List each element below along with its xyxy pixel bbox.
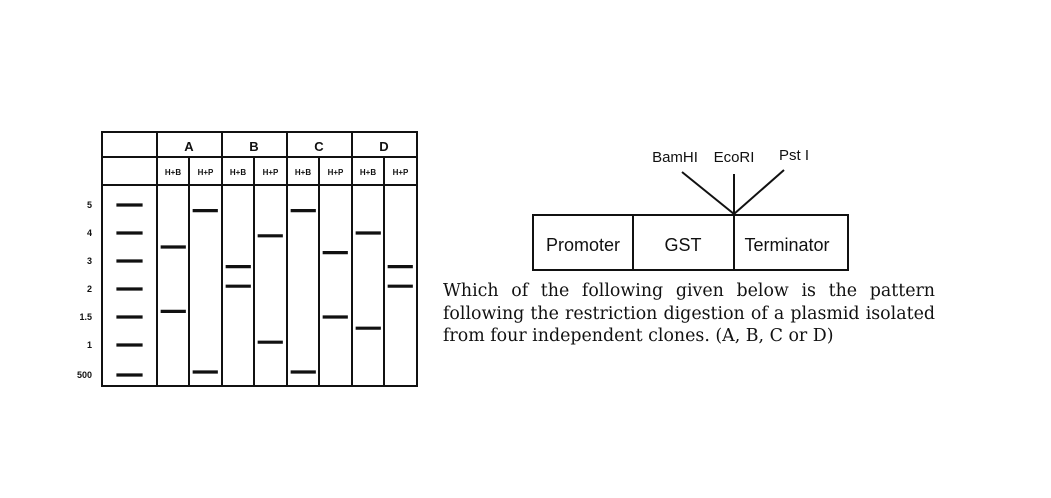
- lane-label: H+B: [165, 168, 181, 177]
- lane-label: H+P: [393, 168, 409, 177]
- construct-box: [532, 214, 849, 271]
- enzyme-label-ecori: EcoRI: [714, 149, 755, 166]
- plasmid-diagram: BamHI EcoRI Pst I Promoter GST Terminato…: [532, 147, 849, 271]
- gel-frame: [101, 131, 418, 387]
- ladder-size-label: 1: [87, 340, 92, 350]
- ladder-size-label: 3: [87, 256, 92, 266]
- lane-label: H+B: [295, 168, 311, 177]
- sample-bands: [160, 209, 413, 374]
- segment-promoter: Promoter: [546, 235, 620, 255]
- question-text: Which of the following given below is th…: [443, 281, 935, 346]
- ladder-size-label: 4: [87, 228, 92, 238]
- lane-label: H+B: [360, 168, 376, 177]
- ladder-bands: [116, 203, 143, 377]
- gel-diagram: A B C D H+B H+P H+B H+P H+B H+P H+B H+P …: [77, 131, 418, 387]
- lane-label: H+B: [230, 168, 246, 177]
- segment-terminator: Terminator: [744, 235, 829, 255]
- psti-site-pointer: [733, 169, 785, 215]
- enzyme-label-psti: Pst I: [779, 147, 809, 164]
- ladder-size-label: 1.5: [79, 312, 92, 322]
- segment-gst: GST: [664, 235, 701, 255]
- enzyme-label-bamhi: BamHI: [652, 149, 698, 166]
- ladder-size-label: 500: [77, 370, 92, 380]
- ladder-size-label: 5: [87, 200, 92, 210]
- clone-label-a: A: [184, 139, 194, 154]
- lane-label: H+P: [328, 168, 344, 177]
- lane-label: H+P: [198, 168, 214, 177]
- bamhi-site-pointer: [681, 171, 735, 215]
- lane-label: H+P: [263, 168, 279, 177]
- clone-label-b: B: [249, 139, 258, 154]
- ladder-size-label: 2: [87, 284, 92, 294]
- clone-label-c: C: [314, 139, 324, 154]
- clone-label-d: D: [379, 139, 388, 154]
